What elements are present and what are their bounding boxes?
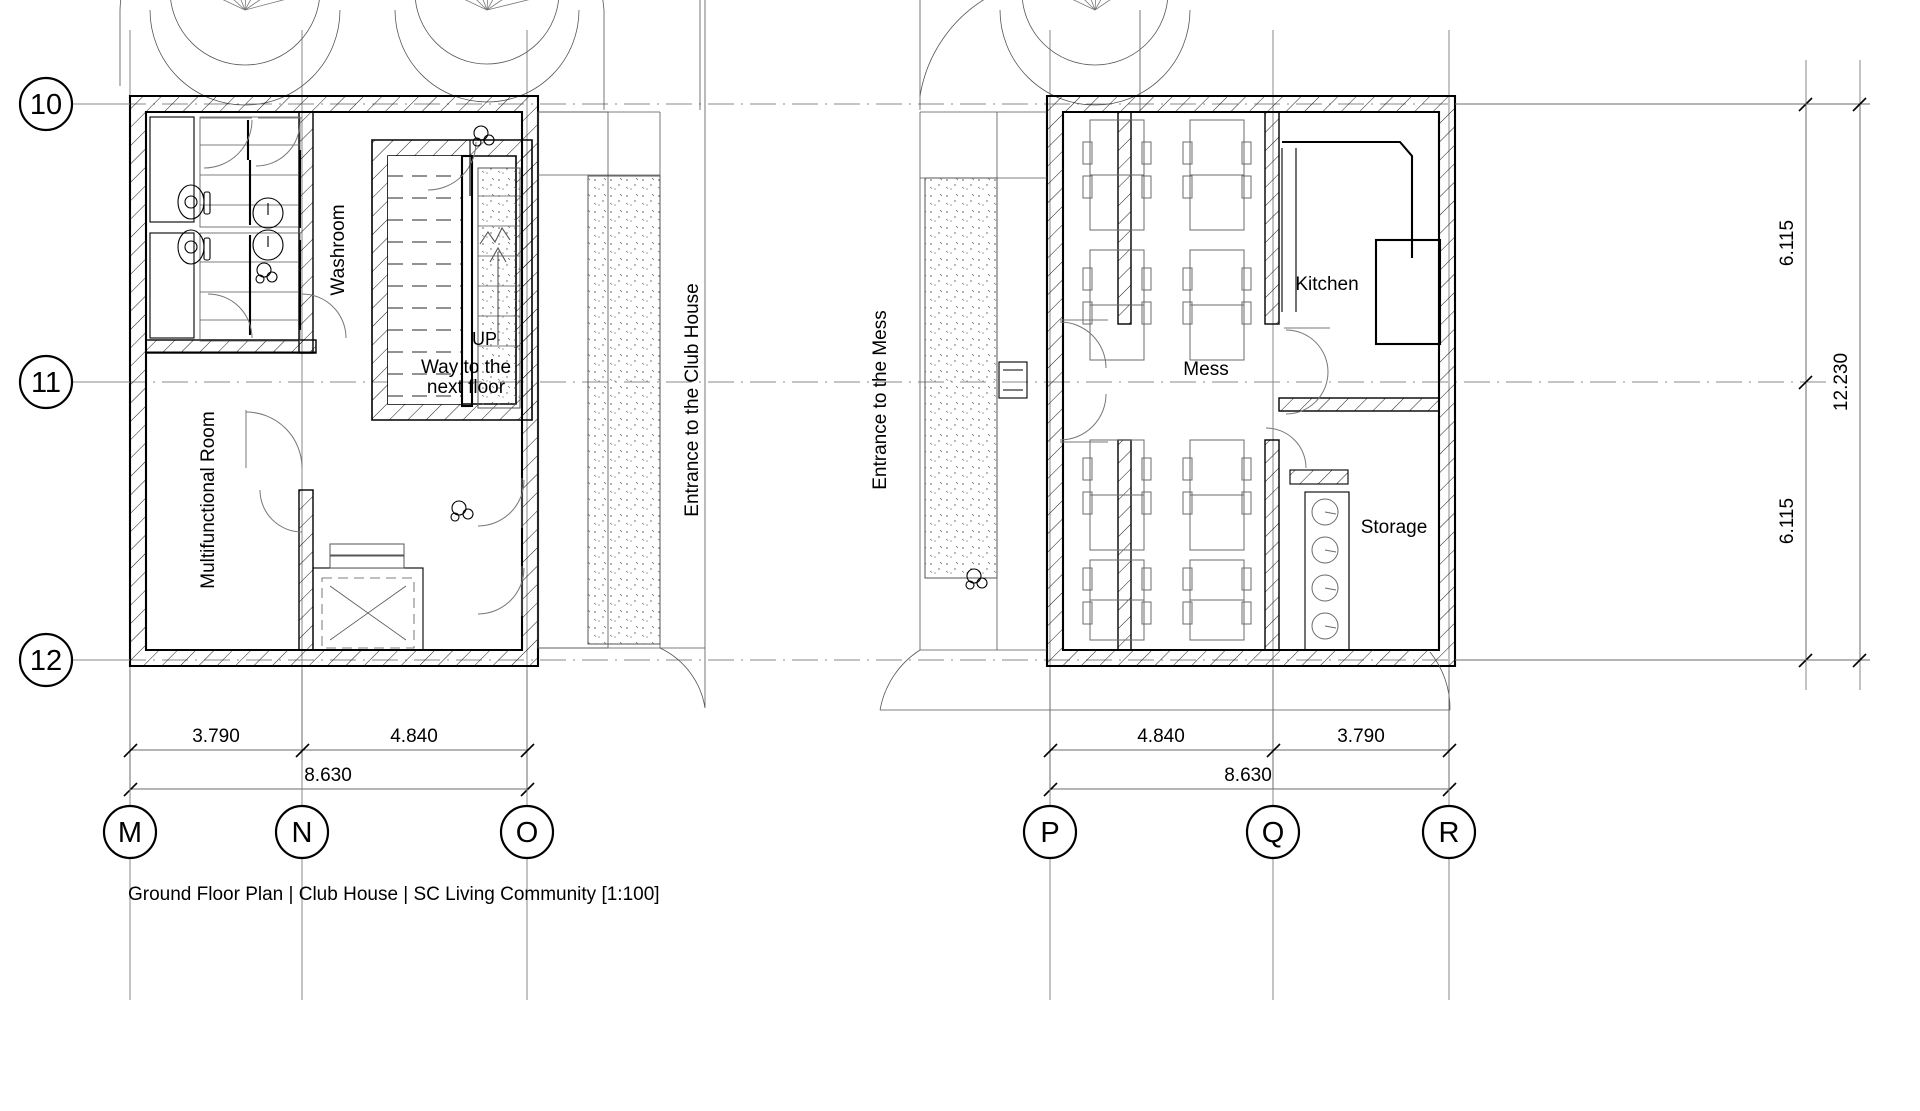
mess-doors	[1059, 319, 1108, 443]
mess-entrance-corridor	[879, 111, 1451, 711]
kitchen-equipment	[1265, 140, 1442, 469]
annotation-up: UP	[472, 329, 497, 349]
left-plan-approach-arcs	[119, 0, 701, 110]
annotation-entrance-club-house: Entrance to the Club House	[682, 283, 703, 516]
grid-bubble-label: 12	[30, 645, 62, 677]
left-plan-entrance	[450, 0, 706, 709]
dimension-label: 12.230	[1831, 353, 1852, 411]
multifunctional-room-furniture	[146, 351, 424, 651]
room-label-kitchen: Kitchen	[1295, 274, 1358, 295]
dimension-label: 4.840	[1137, 726, 1185, 747]
grid-bubble-label: 10	[30, 89, 62, 121]
washroom-fixtures	[149, 116, 347, 342]
room-label-multifunctional-room: Multifunctional Room	[198, 411, 219, 588]
grid-bubble-Q: Q	[1245, 789, 1301, 860]
dimension-label: 6.115	[1777, 498, 1798, 544]
room-label-washroom: Washroom	[328, 204, 349, 295]
annotation-way-next-floor-line2: next floor	[427, 377, 506, 398]
grid-bubble-N: N	[274, 789, 330, 860]
grid-bubble-11: 11	[18, 354, 130, 410]
dimension-label: 8.630	[1224, 765, 1272, 786]
dimension-label: 4.840	[390, 726, 438, 747]
dimension-label: 3.790	[192, 726, 240, 747]
mess-dining-furniture	[1082, 119, 1252, 641]
right-plan-dimensions-bottom: 4.840 3.790 8.630	[1043, 670, 1457, 800]
drawing-title: Ground Floor Plan | Club House | SC Livi…	[128, 884, 660, 905]
left-plan-dimensions: 3.790 4.840 8.630	[123, 670, 535, 800]
dimension-label: 6.115	[1777, 220, 1798, 266]
annotation-way-next-floor-line1: Way to the	[421, 357, 511, 378]
grid-bubble-10: 10	[18, 76, 130, 132]
right-plan-dimensions-vertical: 6.115 6.115 12.230	[1455, 97, 1870, 668]
room-label-mess: Mess	[1183, 359, 1228, 380]
grid-bubble-label: O	[516, 817, 539, 849]
grid-bubble-label: M	[118, 817, 142, 849]
grid-bubble-label: 11	[31, 367, 61, 399]
staircase	[371, 139, 533, 421]
grid-bubble-R: R	[1421, 789, 1477, 860]
dimension-label: 3.790	[1337, 726, 1385, 747]
storage-equipment	[1289, 469, 1350, 651]
annotation-entrance-mess: Entrance to the Mess	[870, 310, 891, 490]
grid-bubble-label: R	[1439, 817, 1460, 849]
grid-bubble-M: M	[102, 789, 158, 860]
grid-bubble-label: Q	[1262, 817, 1285, 849]
grid-bubble-label: P	[1040, 817, 1059, 849]
dimension-label: 8.630	[304, 765, 352, 786]
grid-bubble-O: O	[499, 789, 555, 860]
grid-bubble-label: N	[292, 817, 313, 849]
grid-bubble-12: 12	[18, 632, 130, 688]
left-plan-walls	[128, 94, 540, 668]
room-label-storage: Storage	[1361, 517, 1428, 538]
grid-bubble-P: P	[1022, 789, 1078, 860]
